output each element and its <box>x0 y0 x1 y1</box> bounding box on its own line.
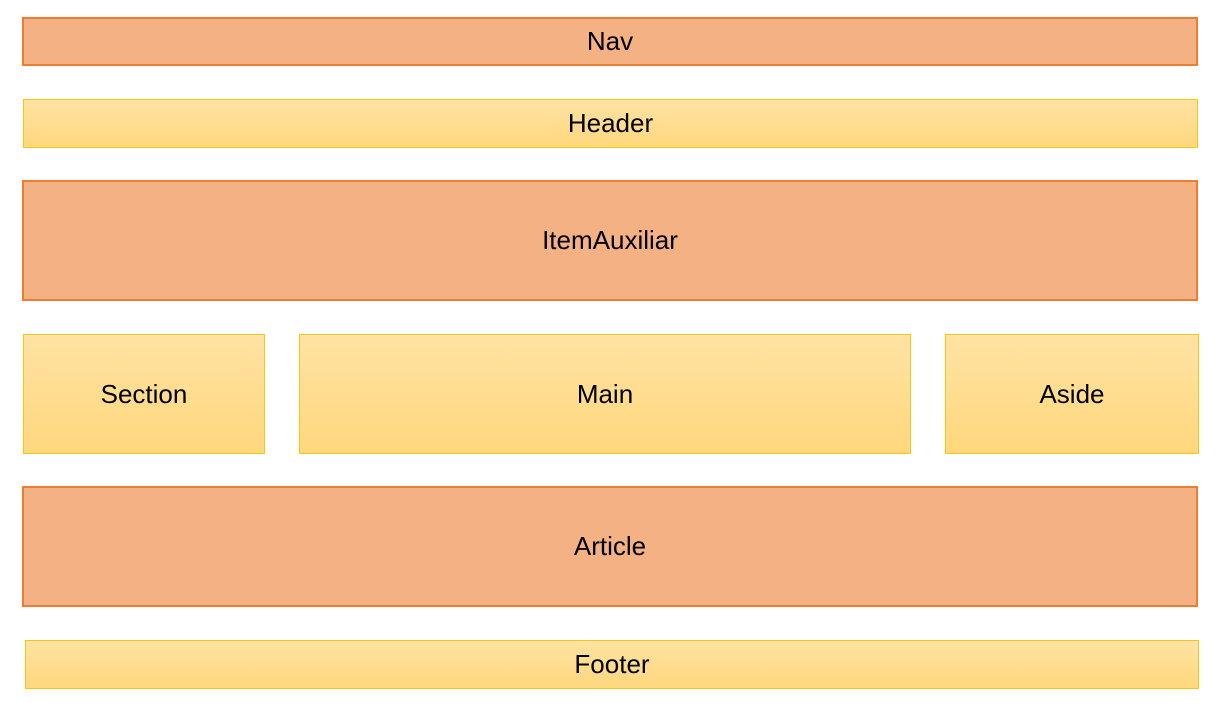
footer-block: Footer <box>25 640 1199 689</box>
header-label: Header <box>567 108 654 138</box>
main-block: Main <box>299 334 911 454</box>
article-block: Article <box>22 486 1198 607</box>
nav-block: Nav <box>22 17 1198 66</box>
header-block: Header <box>23 99 1198 148</box>
section-label: Section <box>100 378 188 409</box>
article-label: Article <box>573 531 647 561</box>
aside-block: Aside <box>945 334 1199 454</box>
item-auxiliar-label: ItemAuxiliar <box>542 225 678 255</box>
footer-label: Footer <box>574 649 650 679</box>
nav-label: Nav <box>586 26 634 56</box>
item-auxiliar-block: ItemAuxiliar <box>22 180 1198 301</box>
main-label: Main <box>576 378 634 409</box>
section-block: Section <box>23 334 265 454</box>
aside-label: Aside <box>1039 378 1105 409</box>
